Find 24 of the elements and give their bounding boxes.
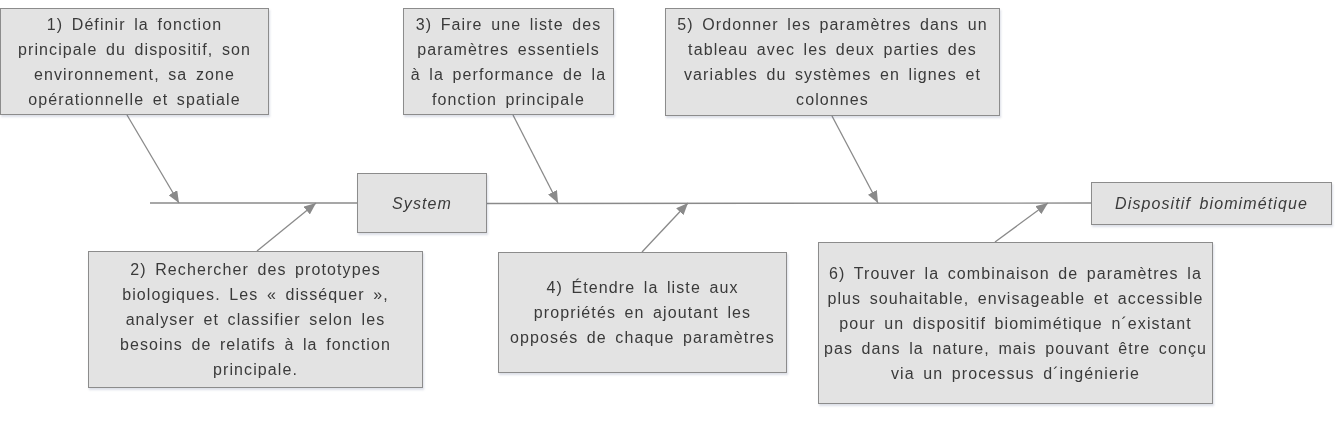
arrow [641, 202, 689, 253]
step-text: 3) Faire une liste des paramètres essentiels à la performance de la fonction principale [409, 14, 608, 110]
result-label: Dispositif biomimétique [1115, 194, 1308, 214]
step-text: 4) Étendre la liste aux propriétés en ajoutant les opposés de chaque paramètres [509, 277, 776, 348]
step-box [403, 8, 614, 115]
system-box [357, 173, 487, 233]
connector-line [149, 202, 358, 204]
step-text: 2) Rechercher des prototypes biologiques. Les « disséquer », analyser et classifier selon les besoins de relatifs à la fonction principale. [119, 260, 392, 380]
step-box [498, 252, 787, 373]
result-box [1091, 182, 1332, 225]
arrow [126, 114, 180, 204]
connector-line [486, 202, 1092, 205]
step-box [665, 8, 1000, 116]
step-text: 6) Trouver la combinaison de paramètres la plus souhaitable, envisageable et accessible pour un dispositif biomimétique n´existant pas dans la nature, mais pouvant être conçu via un processus d´ingénierie [823, 263, 1208, 384]
step-text: 1) Définir la fonction principale du dispositif, son environnement, sa zone opérationnelle et spatiale [17, 14, 252, 110]
arrow [256, 202, 317, 252]
step-text: 5) Ordonner les paramètres dans un tableau avec les deux parties des variables du systèmes en lignes et colonnes [676, 15, 989, 110]
system-label: System [392, 193, 452, 214]
arrow [994, 202, 1049, 243]
arrow [512, 114, 559, 204]
step-box [88, 251, 423, 388]
step-box [818, 242, 1213, 404]
arrow [831, 115, 879, 204]
step-box [0, 8, 269, 115]
